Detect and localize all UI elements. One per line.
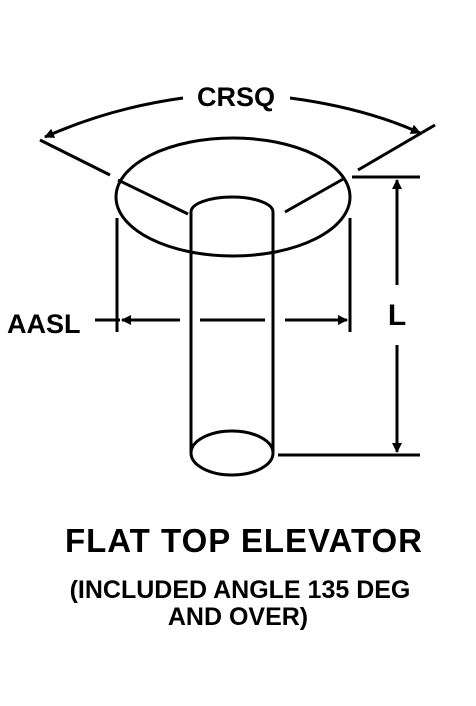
length-label: L (388, 299, 406, 332)
elevator-shank-body (189, 195, 275, 452)
crsq-arc-left (44, 96, 184, 139)
aasl-label: AASL (7, 309, 81, 339)
diagram-subtitle-line1: (INCLUDED ANGLE 135 DEG (69, 576, 411, 604)
diagram-subtitle-line2: AND OVER) (167, 603, 309, 631)
crsq-angle-line-right (357, 123, 436, 172)
diagram-title: FLAT TOP ELEVATOR (64, 522, 424, 559)
crsq-label: CRSQ (197, 82, 275, 112)
elevator-head (114, 136, 352, 258)
crsq-arc-right (289, 96, 421, 135)
crsq-angle-line-left-inner (117, 178, 189, 216)
elevator-shank-end (189, 429, 275, 477)
crsq-angle-line-right-inner (284, 176, 346, 214)
crsq-angle-line-left (39, 138, 111, 177)
